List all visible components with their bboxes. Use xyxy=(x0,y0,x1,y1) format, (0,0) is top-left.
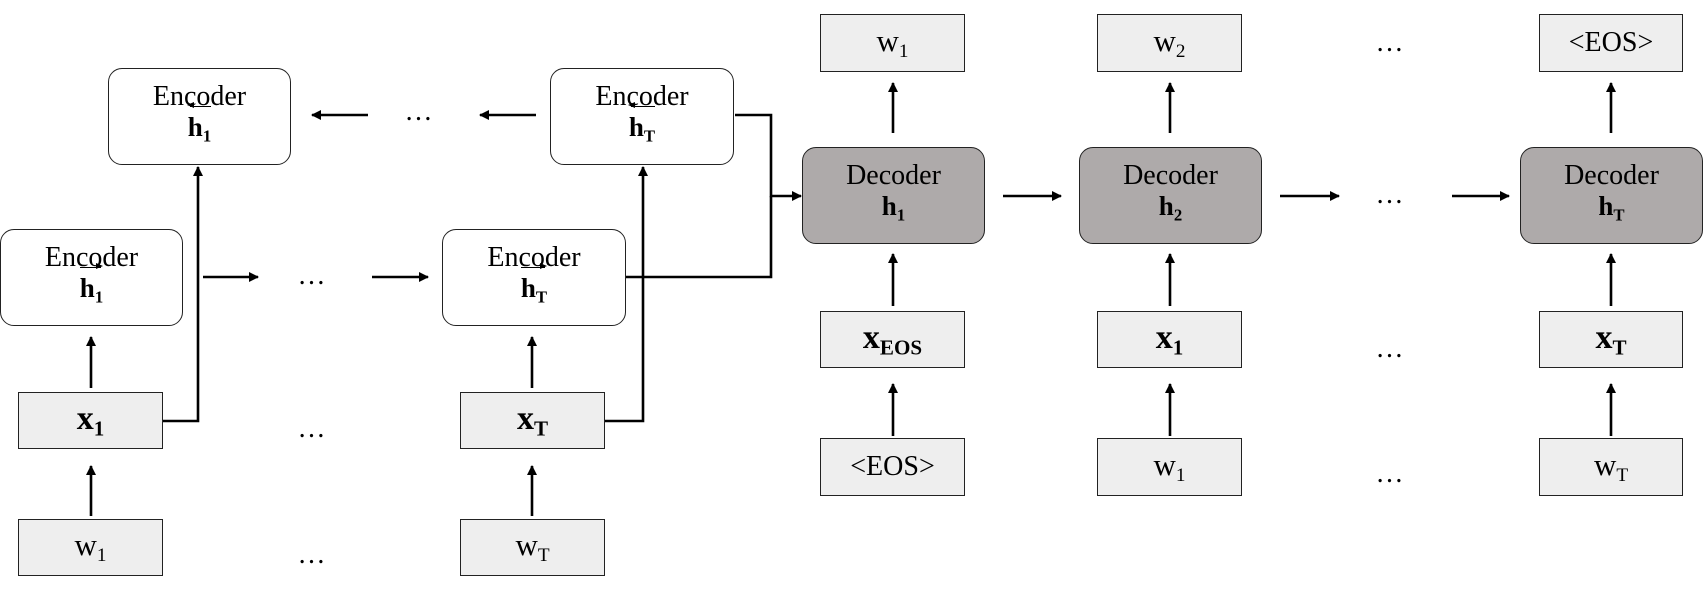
x1-sub: 1 xyxy=(93,416,105,441)
w1-base: w xyxy=(74,527,97,563)
encoder-label: Encoder xyxy=(595,80,689,112)
encoder-backward-1: Encoder h1 xyxy=(108,68,291,165)
dec-word-w1: w1 xyxy=(1097,438,1242,496)
decoder-2: Decoder h2 xyxy=(1079,147,1262,244)
x1-base: x xyxy=(76,399,94,437)
ellipsis-dec-chain: … xyxy=(1375,179,1405,210)
h-backward-1: h1 xyxy=(186,102,212,151)
wT-sub: T xyxy=(537,545,550,567)
h-forward-1: h1 xyxy=(79,263,104,312)
dec-word-wT: wT xyxy=(1539,438,1683,496)
dec-output-eos: <EOS> xyxy=(1539,14,1683,72)
dec-input-x1: x1 xyxy=(1097,311,1242,368)
arrow-x1-bwd-h1 xyxy=(163,166,203,423)
eos-token: <EOS> xyxy=(1568,27,1654,58)
enc-word-wT: wT xyxy=(460,519,605,576)
ellipsis-inputs: … xyxy=(297,413,327,444)
decoder-hT: hT xyxy=(1598,190,1625,225)
enc-input-xT: xT xyxy=(460,392,605,449)
decoder-label: Decoder xyxy=(846,159,941,191)
decoder-h2: h2 xyxy=(1158,190,1183,225)
decoder-label: Decoder xyxy=(1564,159,1659,191)
xT-sub: T xyxy=(533,416,549,441)
decoder-T: Decoder hT xyxy=(1520,147,1703,244)
wT-base: w xyxy=(515,527,538,563)
ellipsis-dec-words: … xyxy=(1375,458,1405,489)
decoder-h1: h1 xyxy=(881,190,906,225)
xT-base: x xyxy=(516,399,534,437)
dec-word-eos: <EOS> xyxy=(820,438,965,496)
encoder-label: Encoder xyxy=(487,241,581,273)
ellipsis-dec-inputs: … xyxy=(1375,333,1405,364)
decoder-label: Decoder xyxy=(1123,159,1218,191)
encoder-label: Encoder xyxy=(44,241,139,273)
h-backward-T: hT xyxy=(627,102,656,151)
arrow-bwd-hT-to-decoder xyxy=(735,113,802,201)
encoder-label: Encoder xyxy=(152,80,247,112)
enc-word-w1: w1 xyxy=(18,519,163,576)
dec-input-xT: xT xyxy=(1539,311,1683,368)
dec-output-w1: w1 xyxy=(820,14,965,72)
encoder-forward-1: Encoder h1 xyxy=(0,229,183,326)
encoder-forward-T: Encoder hT xyxy=(442,229,626,326)
line-fwd-hT-to-decoder xyxy=(626,196,773,279)
enc-input-x1: x1 xyxy=(18,392,163,449)
ellipsis-forward: … xyxy=(297,260,327,291)
eos-token: <EOS> xyxy=(850,451,935,482)
ellipsis-backward: … xyxy=(404,96,434,127)
encoder-backward-T: Encoder hT xyxy=(550,68,734,165)
dec-input-xEOS: xEOS xyxy=(820,311,965,368)
ellipsis-dec-outputs: … xyxy=(1375,27,1405,58)
h-forward-T: hT xyxy=(520,263,548,312)
dec-output-w2: w2 xyxy=(1097,14,1242,72)
decoder-1: Decoder h1 xyxy=(802,147,985,244)
arrow-xT-bwd-hT xyxy=(605,166,648,423)
ellipsis-words: … xyxy=(297,539,327,570)
w1-sub: 1 xyxy=(96,545,107,567)
